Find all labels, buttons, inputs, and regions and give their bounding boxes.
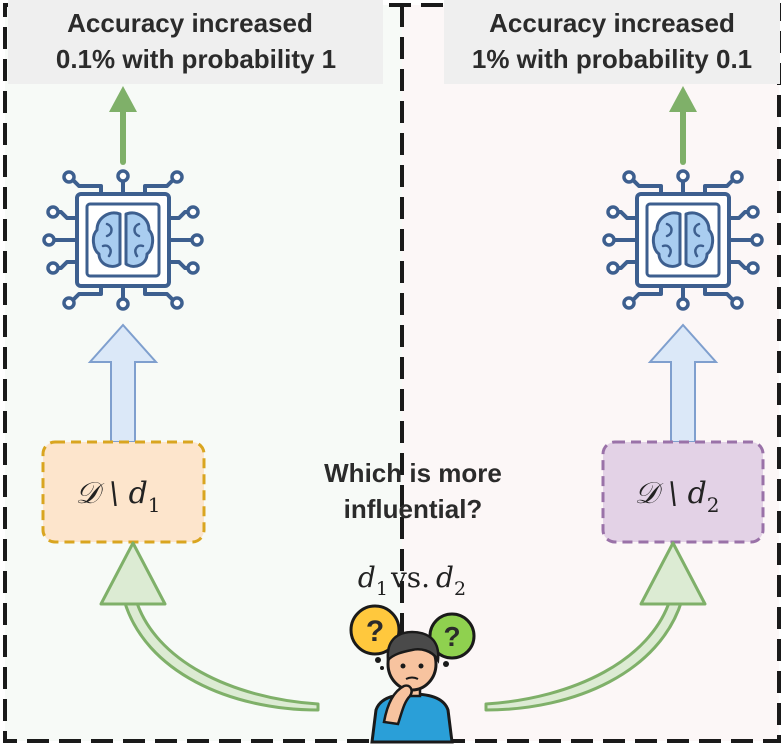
right-dataset-box: 𝒟 \ d2 [601,440,765,544]
green-question-bubble-icon: ? [428,612,476,667]
left-removal-arrow-head [99,541,167,606]
right-outcome-line2: 1% with probability 0.1 [472,44,752,74]
left-panel [5,5,402,741]
right-outcome-label: Accuracy increased 1% with probability 0… [444,0,780,84]
left-dataset-box: 𝒟 \ d1 [41,440,206,544]
left-training-arrow [87,323,159,443]
yellow-question-bubble-icon: ? [349,604,401,670]
thinking-person-icon: ? ? [349,604,476,744]
right-removal-arrow-head [639,541,707,606]
question-line2: influential? [344,494,483,524]
svg-text:𝒟 \ d1: 𝒟 \ d1 [75,476,160,517]
svg-text:𝒟 \ d2: 𝒟 \ d2 [634,476,719,517]
left-dataset-label: 𝒟 \ d [75,476,147,511]
right-outcome-line1: Accuracy increased [489,8,735,38]
question-line1: Which is more [324,458,502,488]
svg-text:?: ? [366,615,384,648]
right-output-arrow [669,86,697,165]
svg-text:?: ? [443,621,460,652]
left-dataset-subscript: 1 [148,493,161,517]
left-output-arrow [109,86,137,165]
right-training-arrow [647,323,719,443]
right-dataset-label: 𝒟 \ d [634,476,706,511]
left-outcome-label: Accuracy increased 0.1% with probability… [8,0,383,84]
left-outcome-line2: 0.1% with probability 1 [56,44,336,74]
right-dataset-subscript: 2 [707,493,720,517]
left-outcome-line1: Accuracy increased [67,8,313,38]
